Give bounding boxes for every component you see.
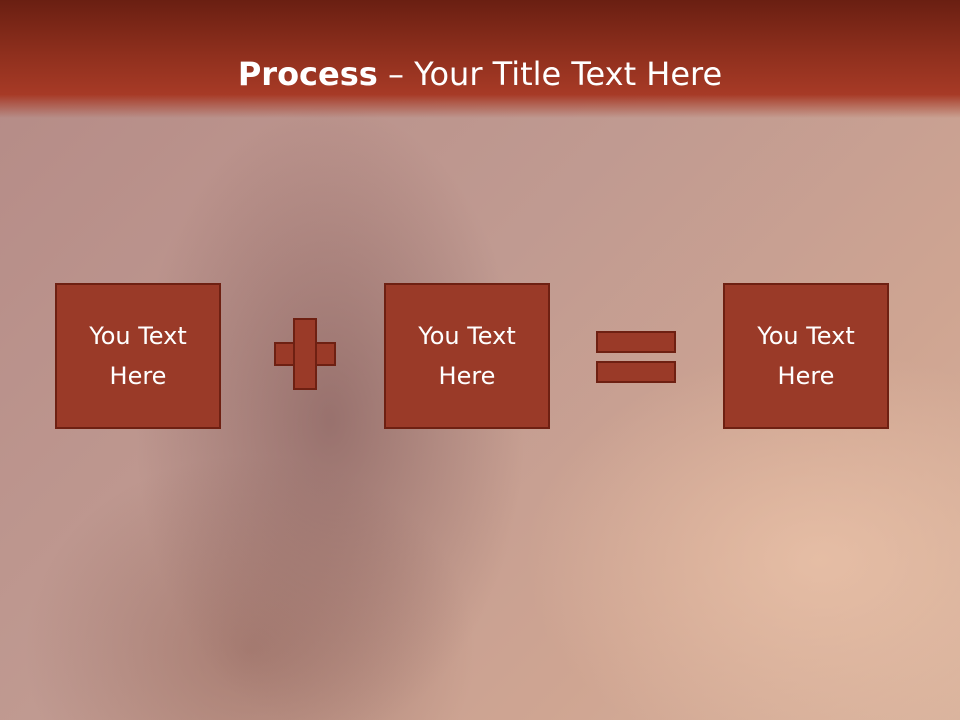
slide-title-bold: Process	[237, 55, 378, 93]
process-box-3-label: You Text Here	[757, 322, 855, 390]
plus-icon	[274, 318, 336, 390]
process-box-1-label: You Text Here	[89, 322, 187, 390]
equals-icon	[596, 331, 676, 383]
process-box-3[interactable]: You Text Here	[723, 283, 889, 429]
process-box-1[interactable]: You Text Here	[55, 283, 221, 429]
slide-title: Process – Your Title Text Here	[0, 52, 960, 96]
slide-title-rest: – Your Title Text Here	[377, 55, 723, 93]
process-box-2[interactable]: You Text Here	[384, 283, 550, 429]
title-bar	[0, 0, 960, 118]
process-box-2-label: You Text Here	[418, 322, 516, 390]
